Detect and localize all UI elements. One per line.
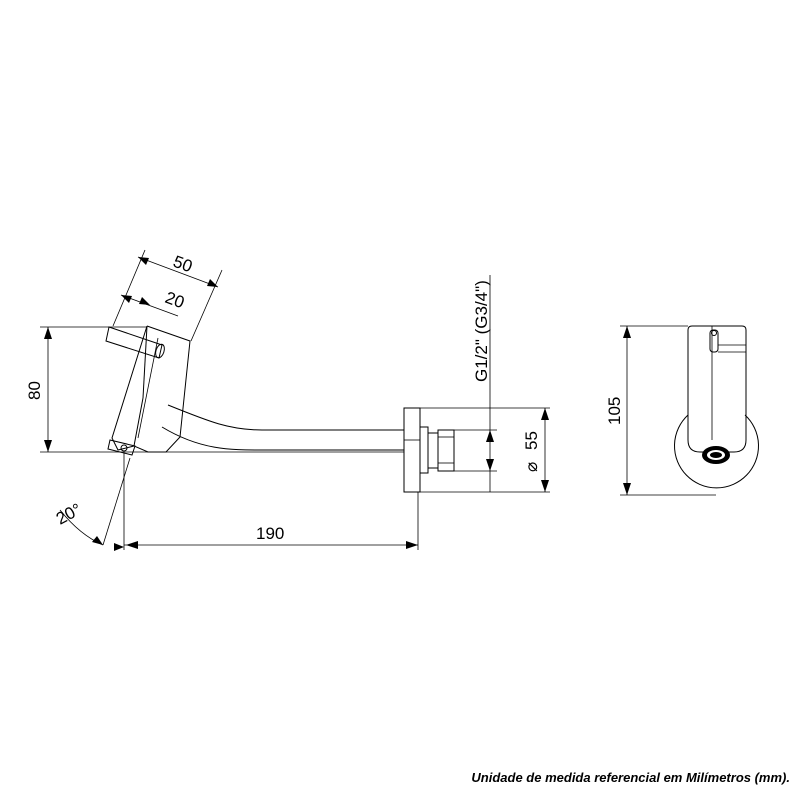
dimension-angle: 20°	[53, 453, 131, 551]
spout-pipe	[161, 404, 404, 451]
dimension-105: 105	[605, 325, 716, 496]
faucet-front-view	[674, 325, 759, 489]
dim-190-label: 190	[256, 524, 284, 543]
dimension-190: 190	[124, 492, 419, 550]
dim-55-label: 55	[522, 431, 541, 450]
dim-55-diameter: ⌀	[522, 462, 541, 472]
dim-50-label: 50	[171, 252, 195, 276]
dim-105-label: 105	[605, 397, 624, 425]
units-footnote: Unidade de medida referencial em Milímet…	[471, 770, 790, 785]
dimension-55: ⌀ 55	[420, 407, 550, 493]
dimension-20: 20	[120, 288, 187, 317]
dim-80-label: 80	[25, 381, 44, 400]
dim-thread-label: G1/2" (G3/4")	[472, 280, 491, 382]
wall-flange	[403, 407, 455, 493]
dim-20-label: 20	[163, 288, 187, 312]
dimension-thread: G1/2" (G3/4")	[472, 275, 491, 492]
dim-angle-label: 20°	[53, 500, 85, 529]
dimension-80: 80	[25, 326, 404, 453]
